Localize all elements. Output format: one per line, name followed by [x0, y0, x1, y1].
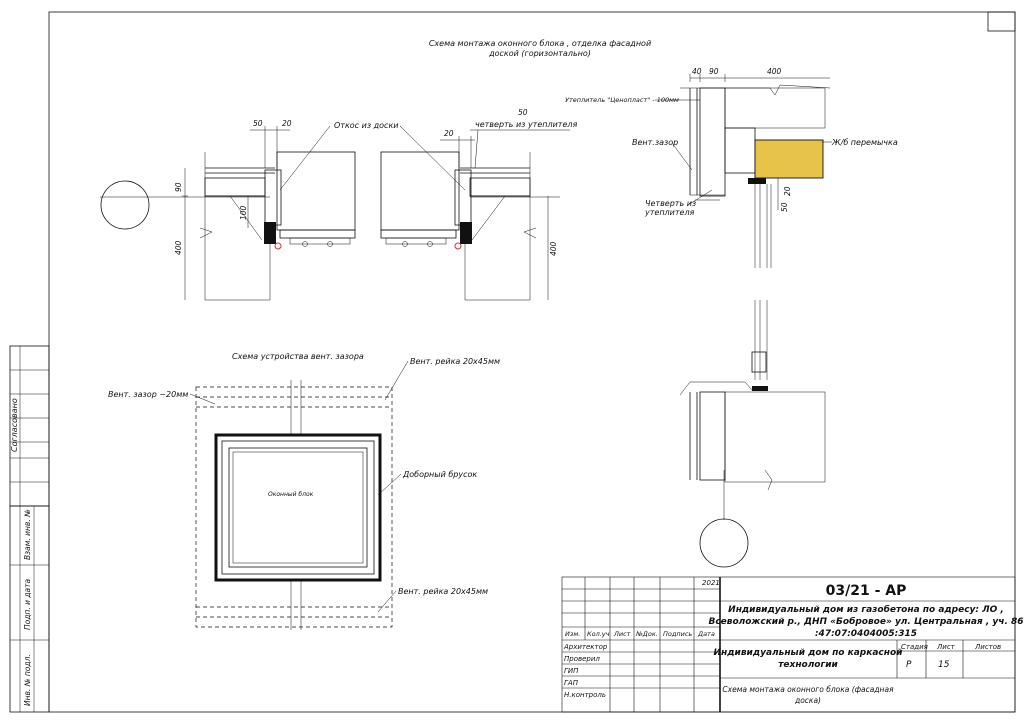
tb-code: 03/21 - АР: [826, 583, 907, 599]
tb-object-1: Индивидуальный дом из газобетона по адре…: [728, 604, 1004, 615]
stamp-replace-inv: Взам. инв. №: [23, 509, 32, 560]
tb-role-gap: ГАП: [564, 679, 579, 687]
label-window-block: Оконный блок: [268, 491, 314, 498]
dim-100: 100: [239, 205, 248, 220]
label-vent-rail-bottom: Вент. рейка 20х45мм: [398, 587, 488, 596]
stamp-sign-date: Подп. и дата: [23, 579, 32, 630]
tb-sheet-title-2: доска): [794, 696, 821, 705]
label-vent-gap-20: Вент. зазор ~20мм: [108, 390, 188, 399]
label-chetvert-top: четверть из утеплителя: [475, 120, 577, 129]
tb-stage-h: Стадия: [901, 643, 928, 651]
tb-sheet-h: Лист: [936, 643, 956, 651]
label-insulation-top: Утеплитель "Ценопласт" - 100мм: [565, 96, 679, 104]
tb-h-podpis: Подпись: [663, 630, 692, 638]
dim-50-right: 50: [518, 108, 528, 117]
title-horizontal-1: Схема монтажа оконного блока , отделка ф…: [429, 39, 651, 48]
title-horizontal-2: доской (горизонтально): [488, 49, 591, 58]
label-vent-gap-sec: Вент.зазор: [632, 138, 678, 147]
dim-90-sec: 90: [709, 67, 719, 76]
label-otkos: Откос из доски: [334, 121, 398, 130]
tb-object-2: Всеволожский р., ДНП «Бобровое» ул. Цент…: [708, 616, 1023, 627]
right-wall-detail: [380, 151, 560, 301]
vent-gap-scheme: Оконный блок: [195, 380, 393, 630]
section-marker-circle-left: [100, 180, 150, 230]
tb-h-data: Дата: [697, 630, 715, 638]
tb-role-nkontrol: Н.контроль: [564, 691, 606, 699]
tb-sheets-h: Листов: [974, 643, 1001, 651]
tb-year: 2021: [702, 579, 720, 587]
title-vent-gap: Схема устройства вент. зазора: [232, 352, 364, 361]
tb-role-gip: ГИП: [564, 667, 579, 675]
tb-object-3: :47:07:0404005:315: [815, 629, 917, 639]
left-wall-detail: [199, 151, 356, 301]
dims-horizontal: 50 20 90 400 100 20 50 400: [174, 108, 558, 300]
dim-400-left: 400: [174, 240, 183, 255]
tb-building-1: Индивидуальный дом по каркасной: [714, 648, 904, 658]
stamp-inv-orig: Инв. № подл.: [23, 654, 32, 706]
tb-stage-v: Р: [906, 660, 912, 670]
concrete-lintel: [754, 139, 824, 179]
dim-90: 90: [174, 182, 183, 192]
tb-sheet-v: 15: [938, 660, 950, 670]
label-dobor: Доборный брусок: [402, 470, 477, 479]
dim-400-sec: 400: [767, 67, 782, 76]
tb-h-koluch: Кол.уч: [587, 630, 610, 638]
dim-20-right: 20: [444, 129, 454, 138]
tb-h-izm: Изм.: [565, 630, 580, 638]
title-block: 2021 03/21 - АР Индивидуальный дом из га…: [561, 576, 1024, 713]
stamp-agreed: Согласовано: [10, 398, 19, 452]
dim-50-sec: 50: [780, 202, 789, 212]
label-lintel: Ж/б перемычка: [831, 138, 898, 147]
tb-building-2: технологии: [778, 660, 838, 670]
label-chetvert-sec-2: утеплителя: [644, 208, 695, 217]
dim-20-left: 20: [282, 119, 292, 128]
side-stamp: Согласовано Взам. инв. № Подп. и дата Ин…: [9, 345, 50, 713]
label-chetvert-sec-1: Четверть из: [645, 199, 696, 208]
corner-box: [987, 11, 1016, 32]
tb-role-arch: Архитектор: [563, 643, 608, 651]
dim-40-sec: 40: [692, 67, 702, 76]
tb-h-ndok: №Док.: [635, 630, 658, 638]
vertical-section: 40 90 400 20 50: [679, 67, 831, 568]
tb-sheet-title-1: Схема монтажа оконного блока (фасадная: [722, 685, 894, 694]
tb-role-check: Проверил: [564, 655, 600, 663]
dim-50-left: 50: [253, 119, 263, 128]
dim-400-right: 400: [549, 241, 558, 256]
tb-h-list: Лист: [613, 630, 631, 638]
section-marker-circle-bottom: [699, 518, 749, 568]
dim-20-sec: 20: [783, 186, 792, 196]
label-vent-rail-top: Вент. рейка 20х45мм: [410, 357, 500, 366]
